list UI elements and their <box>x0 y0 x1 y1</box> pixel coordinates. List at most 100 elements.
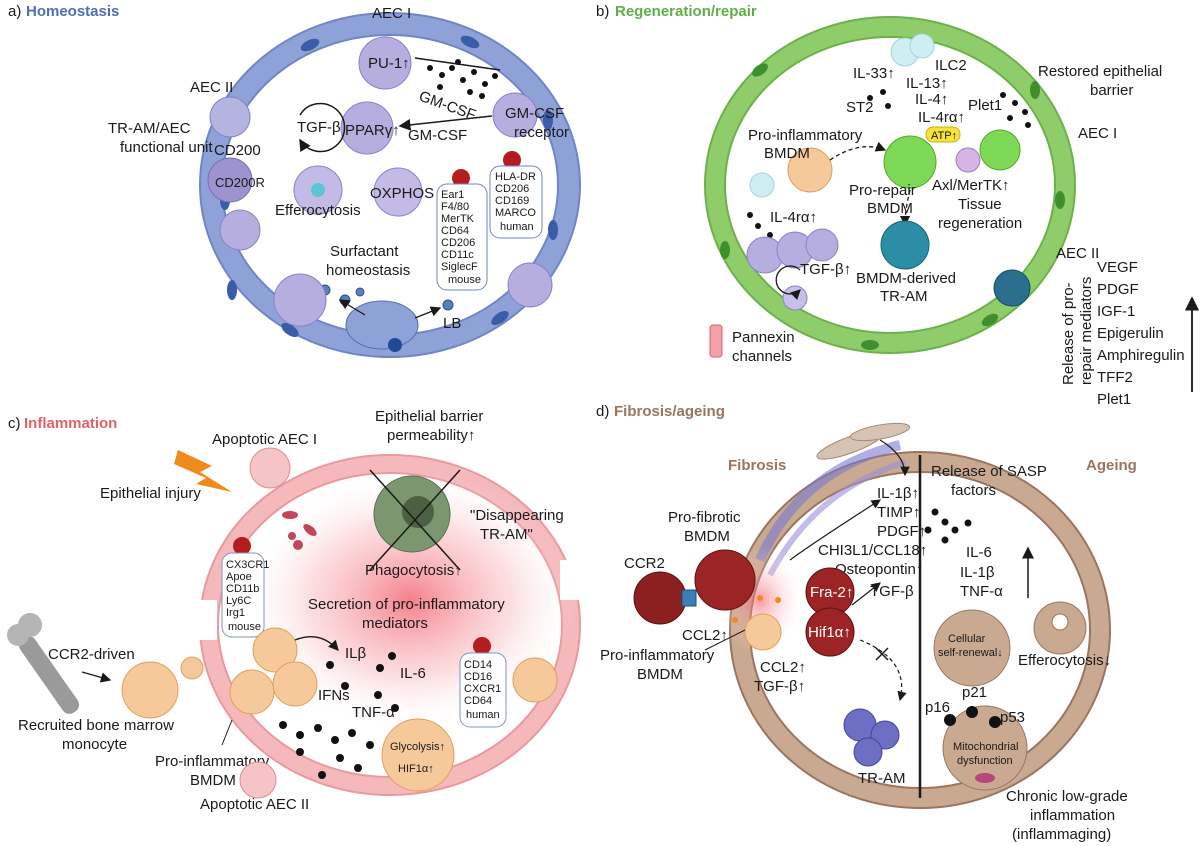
release-label-2: repair mediators <box>1078 277 1095 385</box>
ccr2-receptor-icon <box>681 589 697 607</box>
marker-item: CD11c <box>441 249 474 261</box>
proinf-bmdm-d <box>744 613 782 651</box>
mediator-list: VEGF PDGF IGF-1 Epigerulin Amphiregulin … <box>1097 259 1185 408</box>
mitochondrion-icon <box>975 773 995 783</box>
marker-item: CD64 <box>441 225 469 237</box>
ilc2-cell-3 <box>749 172 775 198</box>
panel-d-title: Fibrosis/ageing <box>614 403 725 420</box>
mediator-item: IGF-1 <box>1097 303 1135 320</box>
chronic-label-1: Chronic low-grade <box>1006 788 1128 805</box>
fibrosis-factor: CHI3L1/CCL18↑ <box>818 542 927 559</box>
apoptotic1-label: Apoptotic AEC I <box>212 431 317 448</box>
tram-d-3 <box>853 737 883 767</box>
marker-item: CD206 <box>441 237 475 249</box>
axl-label: Axl/MerTK↑ <box>932 177 1010 194</box>
ecm-arrow-d <box>879 439 910 477</box>
tissue-label-2: regeneration <box>938 215 1022 232</box>
pu1-macrophage <box>358 36 412 90</box>
tgfb-arrow-d <box>851 582 881 606</box>
tgfb-label-a: TGF-β <box>297 119 341 136</box>
bmdm-pointer <box>221 719 233 746</box>
ilc2-cell-2 <box>909 33 935 59</box>
p21-label: p21 <box>962 684 987 701</box>
bmdm-c-2 <box>272 661 318 707</box>
ilc2-label: ILC2 <box>935 57 967 74</box>
tgfb-loop-arrow <box>299 102 346 153</box>
wall-nuclei-b <box>720 63 1065 350</box>
human-marker-list-c: CD14 CD16 CXCR1 CD64 human <box>464 659 501 721</box>
tgfb-label-d2: TGF-β↑ <box>754 678 805 695</box>
fibrosis-factor: Osteopontin↑ <box>835 561 923 578</box>
surfactant-arrow-1 <box>338 299 366 316</box>
recruited-label-2: monocyte <box>62 736 127 753</box>
tnfa-label-c: TNF-α <box>352 704 395 721</box>
marker-item: Apoe <box>226 571 252 583</box>
aec1-label-a: AEC I <box>372 5 411 22</box>
mito-label-2: dysfunction <box>957 755 1013 767</box>
bone-icon <box>7 613 80 714</box>
marker-item: SiglecF <box>441 261 478 273</box>
trm-unit-label-2: functional unit <box>120 139 213 156</box>
wall-gap-c-1 <box>195 600 217 640</box>
ageing-header: Ageing <box>1086 457 1137 474</box>
proinf-label-d-1: Pro-inflammatory <box>600 647 715 664</box>
chronic-label-2: inflammation <box>1030 807 1115 824</box>
glycolysis-label: Glycolysis↑ <box>390 741 445 753</box>
human-marker-dot <box>503 151 521 169</box>
pu1-label: PU-1↑ <box>368 55 410 72</box>
il6-label-c: IL-6 <box>400 665 426 682</box>
ppar-macrophage <box>340 101 394 155</box>
aec1-label-b: AEC I <box>1078 125 1117 142</box>
marker-item: CD16 <box>464 671 492 683</box>
mediator-item: PDGF <box>1097 281 1139 298</box>
proinf-label-d-2: BMDM <box>637 666 683 683</box>
tgfb-label-b: TGF-β↑ <box>800 261 851 278</box>
marker-item: MerTK <box>441 213 475 225</box>
apoptotic-cell-b <box>955 147 981 173</box>
blocked-arrow-d <box>859 639 907 702</box>
disappearing-label-2: TR-AM" <box>480 526 533 543</box>
atp-badge <box>925 126 961 143</box>
profib-bmdm-2 <box>694 549 756 611</box>
tram-label-d: TR-AM <box>858 770 906 787</box>
il4-dots <box>747 212 773 238</box>
aec2-surfactant-cell <box>345 300 419 350</box>
hif1a-label-d: Hif1α↑ <box>808 624 851 641</box>
gmcsf-arrow-2 <box>398 115 493 131</box>
mediator-item: Plet1 <box>1097 391 1131 408</box>
restored-label-1: Restored epithelial <box>1038 63 1162 80</box>
marker-item: Ly6C <box>226 595 251 607</box>
ifns-label: IFNs <box>318 687 350 704</box>
marker-item: CD206 <box>495 183 529 195</box>
macrophage-a-1 <box>273 273 327 327</box>
gmcsf-receptor-label-1: GM-CSF <box>505 105 564 122</box>
marker-item: human <box>500 221 534 233</box>
proinf-pointer-d <box>704 629 746 651</box>
profib-label-2: BMDM <box>684 528 730 545</box>
marker-item: CD169 <box>495 195 529 207</box>
fibrosis-factor: TIMP↑ <box>877 504 920 521</box>
il4-label: IL-4↑ <box>915 91 948 108</box>
il33-label: IL-33↑ <box>853 65 895 82</box>
apoptotic-aec2-cell <box>239 761 277 799</box>
mediator-item: TFF2 <box>1097 369 1133 386</box>
cd200-label: CD200 <box>214 142 261 159</box>
panel-d-letter: d) <box>596 403 609 420</box>
marker-item: CX3CR1 <box>226 559 269 571</box>
panel-b-title: Regeneration/repair <box>615 3 757 20</box>
il1b-label-d: IL-1β <box>960 564 995 581</box>
il13-label: IL-13↑ <box>906 75 948 92</box>
secretion-arrow-c <box>294 636 339 651</box>
mediator-item: Amphiregulin <box>1097 347 1185 364</box>
senescent-cell-1 <box>933 609 1011 687</box>
human-marker-box-c <box>459 652 507 728</box>
bmdm-c-1 <box>252 627 298 673</box>
factor-arrow-d <box>789 499 882 561</box>
ppar-label: PPARγ↑ <box>345 122 400 139</box>
trm-cell-a <box>207 157 253 203</box>
proinf-label-c-1: Pro-inflammatory <box>155 753 270 770</box>
proinf-label-b-1: Pro-inflammatory <box>748 127 863 144</box>
barrier-label-1: Epithelial barrier <box>375 408 483 425</box>
marker-item: CXCR1 <box>464 683 501 695</box>
